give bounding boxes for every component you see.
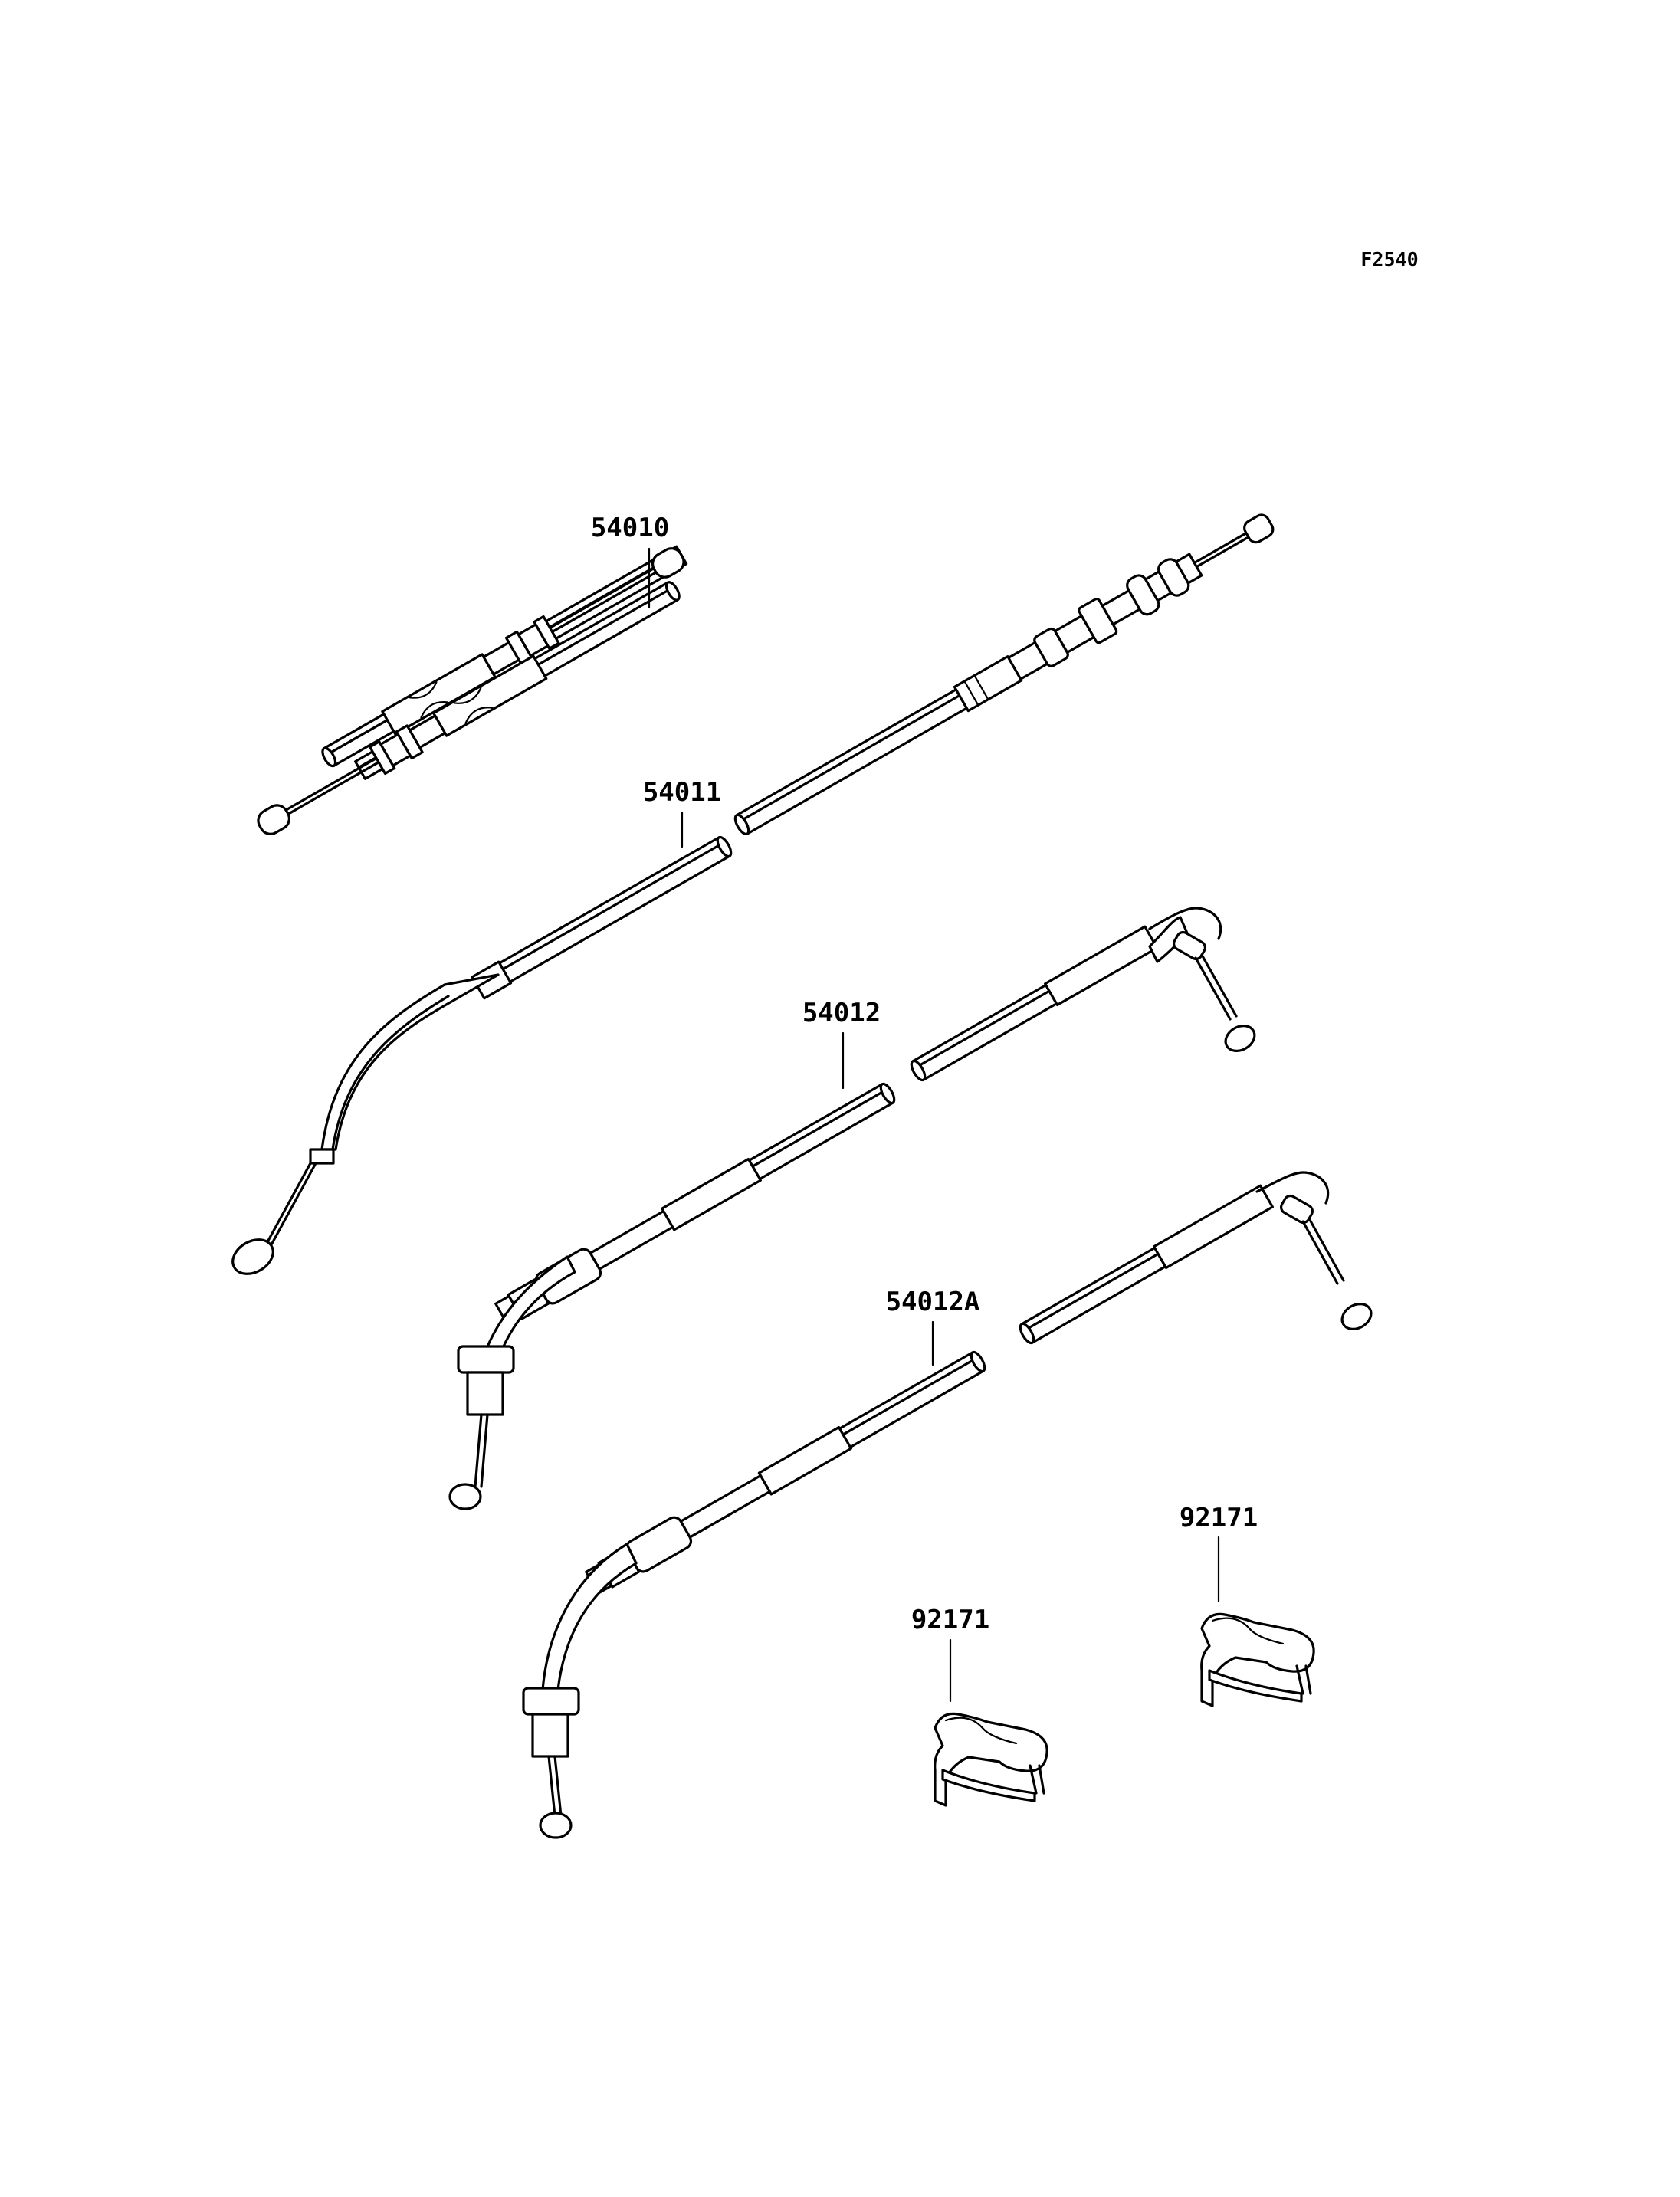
callout-54012A: 54012A bbox=[886, 1287, 980, 1317]
clamp-92171-left[interactable] bbox=[934, 1712, 1048, 1807]
cable-54012A-left[interactable] bbox=[584, 1345, 990, 1597]
callout-54010: 54010 bbox=[591, 513, 669, 543]
cable-54011-end[interactable] bbox=[227, 1233, 279, 1281]
cable-54012-right[interactable] bbox=[908, 925, 1159, 1084]
cable-54012-left[interactable] bbox=[494, 1077, 900, 1329]
callout-54011: 54011 bbox=[643, 777, 721, 808]
callout-92171-left: 92171 bbox=[911, 1605, 989, 1635]
cable-54012A-nut[interactable] bbox=[522, 1687, 580, 1716]
cable-54011-bend[interactable] bbox=[320, 973, 500, 1151]
cable-54012A-right[interactable] bbox=[1017, 1184, 1274, 1346]
figure-id: F2540 bbox=[1360, 248, 1418, 271]
cable-54011-left[interactable] bbox=[471, 834, 734, 1000]
callout-92171-right: 92171 bbox=[1180, 1503, 1258, 1533]
cable-54011[interactable] bbox=[728, 505, 1280, 844]
clamp-92171-right[interactable] bbox=[1200, 1612, 1315, 1707]
cable-54010-left[interactable] bbox=[253, 575, 684, 841]
cable-54012-nut[interactable] bbox=[457, 1345, 515, 1374]
callout-54012: 54012 bbox=[802, 998, 881, 1028]
cable-54010[interactable] bbox=[317, 542, 689, 772]
